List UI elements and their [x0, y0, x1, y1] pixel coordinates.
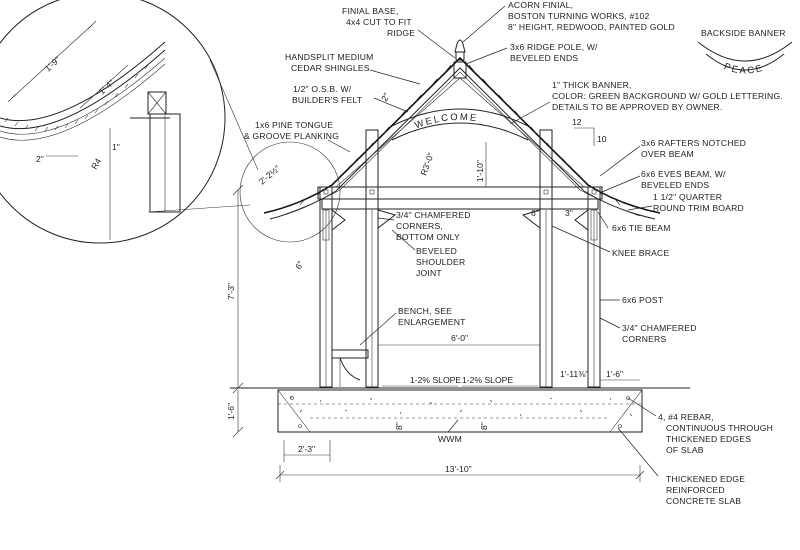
dim-gap-a: 6" [531, 208, 539, 218]
roof [263, 39, 661, 220]
dim-height-total: 7'-3" [226, 283, 236, 300]
callout-rebar: 4, #4 REBAR, CONTINUOUS THROUGH THICKENE… [658, 412, 776, 455]
roof-outline [263, 56, 661, 214]
callout-eves-beam: 6x6 EVES BEAM, W/ BEVELED ENDS [641, 169, 728, 190]
dim-slab-depth-a: 8" [394, 422, 404, 430]
callout-post: 6x6 POST [622, 295, 664, 305]
detail-dim-d: R4 [89, 156, 103, 171]
eves-beam [317, 186, 603, 200]
callout-knee-brace: KNEE BRACE [612, 248, 669, 258]
dim-width: 13'-10" [445, 464, 472, 474]
dim-slab-height: 1'-6" [226, 403, 236, 420]
callout-planking: 1x6 PINE TONGUE & GROOVE PLANKING [244, 120, 339, 141]
backside-banner-text: PEACE [722, 61, 765, 76]
concrete-slab [230, 387, 690, 433]
dim-ridge: 2" [379, 91, 392, 103]
dimensions: 7'-3" 1'-6" R3'-0" 1'-10" 6'-0" 1-2% SLO… [226, 91, 645, 482]
callout-trim-board: 1 1/2" QUARTER ROUND TRIM BOARD [653, 192, 744, 213]
callout-osb: 1/2" O.S.B. W/ BUILDER'S FELT [292, 84, 363, 105]
callout-shingles: HANDSPLIT MEDIUM CEDAR SHINGLES [285, 52, 376, 73]
dim-slab-depth-b: 8" [479, 422, 489, 430]
dim-planking: 2'-2½" [257, 163, 282, 186]
detail-dim-b: 1'-4" [97, 78, 116, 97]
callout-rafters: 3x6 RAFTERS NOTCHED OVER BEAM [641, 138, 749, 159]
dim-banner-drop: 1'-10" [475, 160, 485, 182]
dim-post: 6" [293, 259, 306, 271]
dim-gap-b: 3" [565, 208, 573, 218]
callout-beveled-joint: BEVELED SHOULDER JOINT [416, 246, 468, 278]
callout-slab: THICKENED EDGE REINFORCED CONCRETE SLAB [666, 474, 748, 506]
callout-bench: BENCH, SEE ENLARGEMENT [398, 306, 466, 327]
detail-dim-e: 1" [112, 142, 120, 152]
slab-outline [277, 389, 643, 433]
callout-wwm: WWM [438, 434, 462, 444]
banner-text: WELCOME [413, 112, 479, 131]
callout-acorn-finial: ACORN FINIAL, BOSTON TURNING WORKS, #102… [508, 0, 675, 32]
callout-banner: 1" THICK BANNER, COLOR: GREEN BACKGROUND… [552, 80, 786, 112]
backside-banner: BACKSIDE BANNER PEACE [697, 28, 793, 77]
detail-rafter-top [0, 41, 166, 122]
dim-overhang: 1'-6" [606, 369, 623, 379]
detail-reference-circle [239, 141, 341, 243]
detail-dim-a: 1'-9" [43, 55, 62, 74]
callout-chamfered-bottom: 3/4" CHAMFERED CORNERS, BOTTOM ONLY [396, 210, 473, 242]
callout-ridge-pole: 3x6 RIDGE POLE, W/ BEVELED ENDS [510, 42, 600, 63]
enlargement-detail: 1'-9" 1'-4" 2" R4 1" [0, 0, 259, 244]
welcome-banner: WELCOME [391, 108, 529, 141]
frame [317, 77, 603, 388]
detail-rafter-mid [0, 49, 166, 130]
dim-right-post: 1'-11⅜" [560, 369, 588, 379]
acorn-finial [454, 39, 466, 53]
callout-finial-base: FINIAL BASE, 4x4 CUT TO FIT RIDGE [342, 6, 415, 38]
detail-dim-c: 2" [36, 154, 44, 164]
dim-slope-right: 1-2% SLOPE [462, 375, 513, 385]
callouts: FINIAL BASE, 4x4 CUT TO FIT RIDGE ACORN … [244, 0, 786, 506]
dim-slope-left: 1-2% SLOPE [410, 375, 461, 385]
callout-tie-beam: 6x6 TIE BEAM [612, 223, 671, 233]
slope-rise: 12 [572, 117, 582, 127]
tie-beam [321, 198, 599, 210]
leaders [327, 5, 659, 477]
callout-chamfered-corners: 3/4" CHAMFERED CORNERS [622, 323, 699, 344]
dim-radius: R3'-0" [418, 151, 435, 176]
backside-banner-title: BACKSIDE BANNER [701, 28, 786, 38]
slope-run: 10 [597, 134, 607, 144]
detail-circle [0, 0, 226, 244]
bench [331, 349, 369, 387]
dim-span: 6'-0" [451, 333, 468, 343]
ridge-pole [453, 61, 467, 79]
dim-footing: 2'-3" [298, 444, 315, 454]
